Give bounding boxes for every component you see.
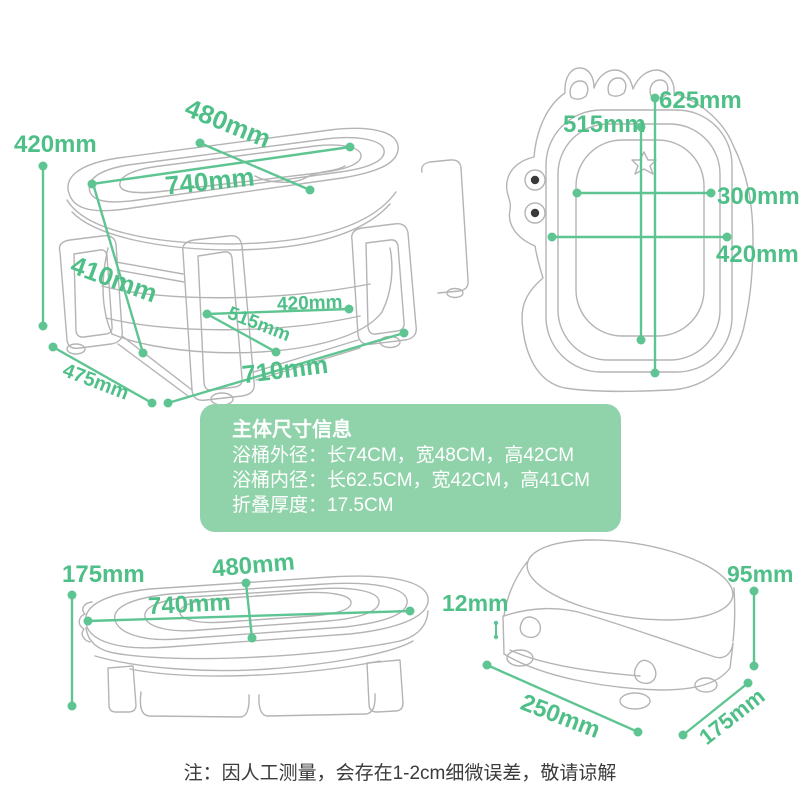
dim-topview-inner-width: 300mm [717,183,800,210]
dim-folded-height: 175mm [62,561,145,588]
size-info-folded: 折叠厚度：17.5CM [232,495,394,516]
measurement-note: 注：因人工测量，会存在1-2cm细微误差，敬请谅解 [183,763,617,784]
folded-tub-drawing [78,575,429,718]
size-info-inner: 浴桶内径：长62.5CM，宽42CM，高41CM [232,470,590,491]
dimension-lines [38,93,759,740]
dim-folded-length: 740mm [147,588,232,621]
dim-foldedside-height: 95mm [727,561,794,587]
open-tub-drawing [58,127,469,406]
size-info-box: 主体尺寸信息 浴桶外径：长74CM，宽48CM，高42CM 浴桶内径：长62.5… [200,404,621,532]
dim-topview-outer-width: 420mm [716,241,799,268]
dim-topview-outer-length: 625mm [659,87,742,114]
top-view-drawing [505,67,754,392]
dim-open-inner-width: 420mm [276,291,343,316]
dim-foldedside-lip: 12mm [442,590,509,616]
dim-open-height: 420mm [14,131,97,158]
size-info-outer: 浴桶外径：长74CM，宽48CM，高42CM [232,445,575,466]
folded-side-drawing [502,539,736,710]
size-info-title: 主体尺寸信息 [232,419,352,441]
dim-topview-inner-length: 515mm [563,111,646,138]
